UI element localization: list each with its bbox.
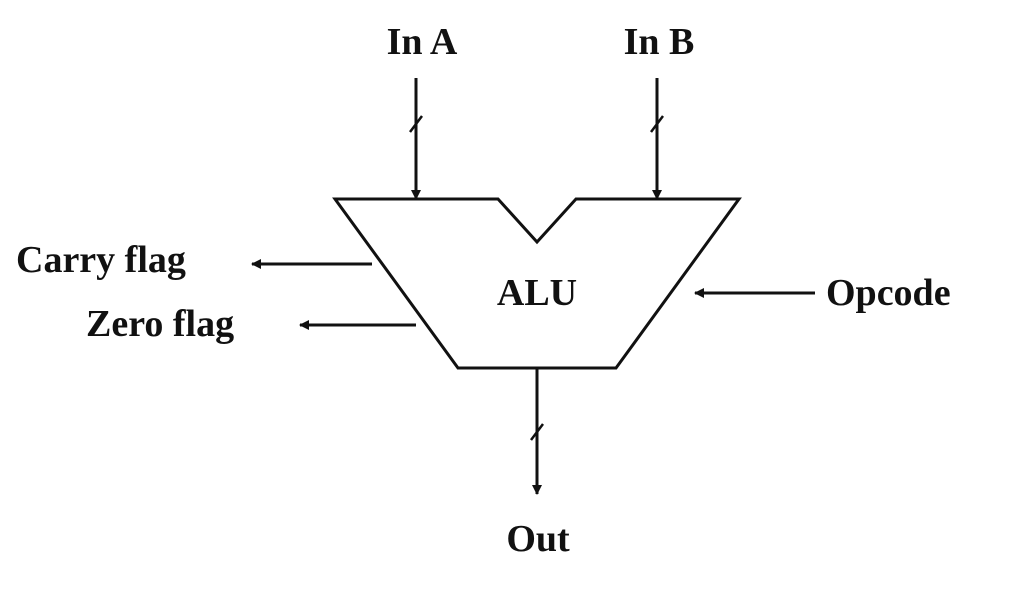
opcode-label: Opcode	[826, 272, 951, 314]
input-b-label: In B	[624, 21, 695, 63]
carry-flag-label: Carry flag	[16, 239, 186, 281]
input-a-label: In A	[387, 21, 458, 63]
output-label: Out	[506, 518, 570, 560]
output-bus-slash	[530, 423, 544, 441]
alu-label: ALU	[497, 272, 577, 314]
zero-flag-label: Zero flag	[86, 303, 234, 345]
input-b-bus-slash	[650, 115, 664, 133]
input-a-bus-slash	[409, 115, 423, 133]
